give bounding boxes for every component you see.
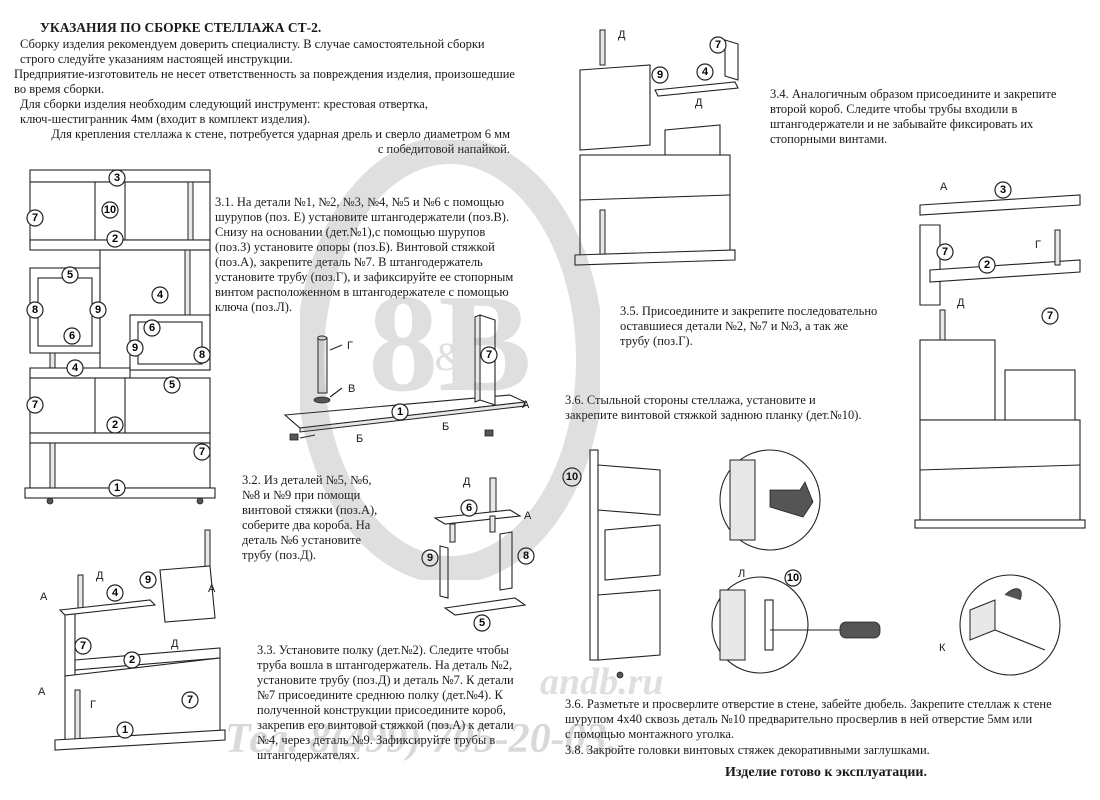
part-3-label: 3 xyxy=(114,172,120,184)
step-3-5-text: 3.5. Присоедините и закрепите последоват… xyxy=(620,304,878,348)
label-G-step1: Г xyxy=(347,340,353,352)
label-A-step1: А xyxy=(522,399,530,411)
part-2-label: 2 xyxy=(112,233,118,245)
step-3-1-text: 3.1. На детали №1, №2, №3, №4, №5 и №6 с… xyxy=(215,195,514,314)
label-L: Л xyxy=(738,568,746,580)
step-3-3-text: 3.3. Установите полку (дет.№2). Следите … xyxy=(257,643,514,762)
fig3-part-6: 6 xyxy=(466,502,472,514)
fig5-part-4: 4 xyxy=(702,66,709,78)
intro-paragraph-4: Для крепления стеллажа к стене, потребуе… xyxy=(51,127,510,156)
figure-step-3-6a: 10 xyxy=(562,449,661,679)
label-G-step3: Г xyxy=(90,699,96,711)
fig3-part-8: 8 xyxy=(523,550,529,562)
fig6-part-7b: 7 xyxy=(1047,310,1053,322)
step-3-6b-text: 3.6. Разметьте и просверлите отверстие в… xyxy=(565,697,1052,741)
part-10-label: 10 xyxy=(104,204,116,216)
label-D-step3a: Д xyxy=(96,570,104,582)
label-D-step2: Д xyxy=(463,476,471,488)
fig7-part-10: 10 xyxy=(566,471,578,483)
part-8b-label: 8 xyxy=(199,349,205,361)
fig6-part-2: 2 xyxy=(984,259,990,271)
final-note: Изделие готово к эксплуатации. xyxy=(725,765,927,780)
part-5b-label: 5 xyxy=(169,379,175,391)
fig5-part-9: 9 xyxy=(657,69,663,81)
part-7-label: 7 xyxy=(32,212,38,224)
part-5-label: 5 xyxy=(67,269,73,281)
intro-paragraph-2: Предприятие-изготовитель не несет ответс… xyxy=(14,67,515,96)
figure-wall-fixing: 10 xyxy=(711,569,881,674)
label-B2-step1: Б xyxy=(356,433,364,445)
figure-bracket xyxy=(959,574,1061,676)
label-D-step5: Д xyxy=(957,297,965,309)
label-D-step4a: Д xyxy=(618,29,626,41)
label-D-step4b: Д xyxy=(695,97,703,109)
fig6-part-3: 3 xyxy=(1000,184,1006,196)
label-A-step3c: А xyxy=(38,686,46,698)
part-2b-label: 2 xyxy=(112,419,118,431)
part-6-label: 6 xyxy=(69,330,75,342)
fig5-part-7: 7 xyxy=(715,39,721,51)
figure-assembled-rack: 3 10 7 2 5 4 8 9 6 6 9 8 5 4 7 2 7 1 xyxy=(24,169,216,505)
label-K: К xyxy=(939,642,946,654)
figure-step-3-1: 1 7 xyxy=(283,314,527,441)
figure-drill xyxy=(719,449,821,551)
figure-step-3-4: 9 4 7 xyxy=(574,29,739,266)
fig4-part-4: 4 xyxy=(112,587,119,599)
part-1-label: 1 xyxy=(114,482,120,494)
label-A-step2: А xyxy=(524,510,532,522)
fig3-part-9: 9 xyxy=(427,552,433,564)
fig4-part-7b: 7 xyxy=(187,694,193,706)
label-B1-step1: Б xyxy=(442,421,450,433)
part-7c-label: 7 xyxy=(199,446,205,458)
fig4-part-9: 9 xyxy=(145,574,151,586)
label-A-step5: А xyxy=(940,181,948,193)
figure-step-3-3: 4 9 7 2 7 1 xyxy=(54,529,226,751)
intro-paragraph-3: Для сборки изделия необходим следующий и… xyxy=(20,97,428,126)
figure-step-3-2: 6 9 8 5 xyxy=(421,477,535,632)
label-A-step3b: А xyxy=(208,583,216,595)
fig2-part-1: 1 xyxy=(397,406,403,418)
fig4-part-7: 7 xyxy=(80,640,86,652)
step-3-2-text: 3.2. Из деталей №5, №6, №8 и №9 при помо… xyxy=(242,473,378,562)
part-8-label: 8 xyxy=(32,304,38,316)
fig3-part-5: 5 xyxy=(479,617,485,629)
label-D-step3b: Д xyxy=(171,638,179,650)
part-4b-label: 4 xyxy=(72,362,79,374)
label-A-step3a: А xyxy=(40,591,48,603)
step-3-4-text: 3.4. Аналогичным образом присоедините и … xyxy=(770,87,1057,146)
step-3-8-text: 3.8. Закройте головки винтовых стяжек де… xyxy=(565,743,930,757)
part-6b-label: 6 xyxy=(149,322,155,334)
step-3-6a-text: 3.6. Стыльной стороны стеллажа, установи… xyxy=(565,393,862,422)
fig2-part-7: 7 xyxy=(486,349,492,361)
fig4-part-2: 2 xyxy=(129,654,135,666)
part-4-label: 4 xyxy=(157,289,164,301)
part-7b-label: 7 xyxy=(32,399,38,411)
page-title: УКАЗАНИЯ ПО СБОРКЕ СТЕЛЛАЖА СТ-2. xyxy=(40,20,322,35)
fig4-part-1: 1 xyxy=(122,724,128,736)
label-V-step1: В xyxy=(348,383,356,395)
label-G-step5: Г xyxy=(1035,239,1041,251)
part-9-label: 9 xyxy=(95,304,101,316)
intro-paragraph-1: Сборку изделия рекомендуем доверить спец… xyxy=(20,37,485,66)
part-9b-label: 9 xyxy=(132,342,138,354)
fig9-part-10: 10 xyxy=(787,572,799,584)
figure-step-3-5: 3 7 2 7 xyxy=(914,181,1086,529)
fig6-part-7: 7 xyxy=(942,246,948,258)
